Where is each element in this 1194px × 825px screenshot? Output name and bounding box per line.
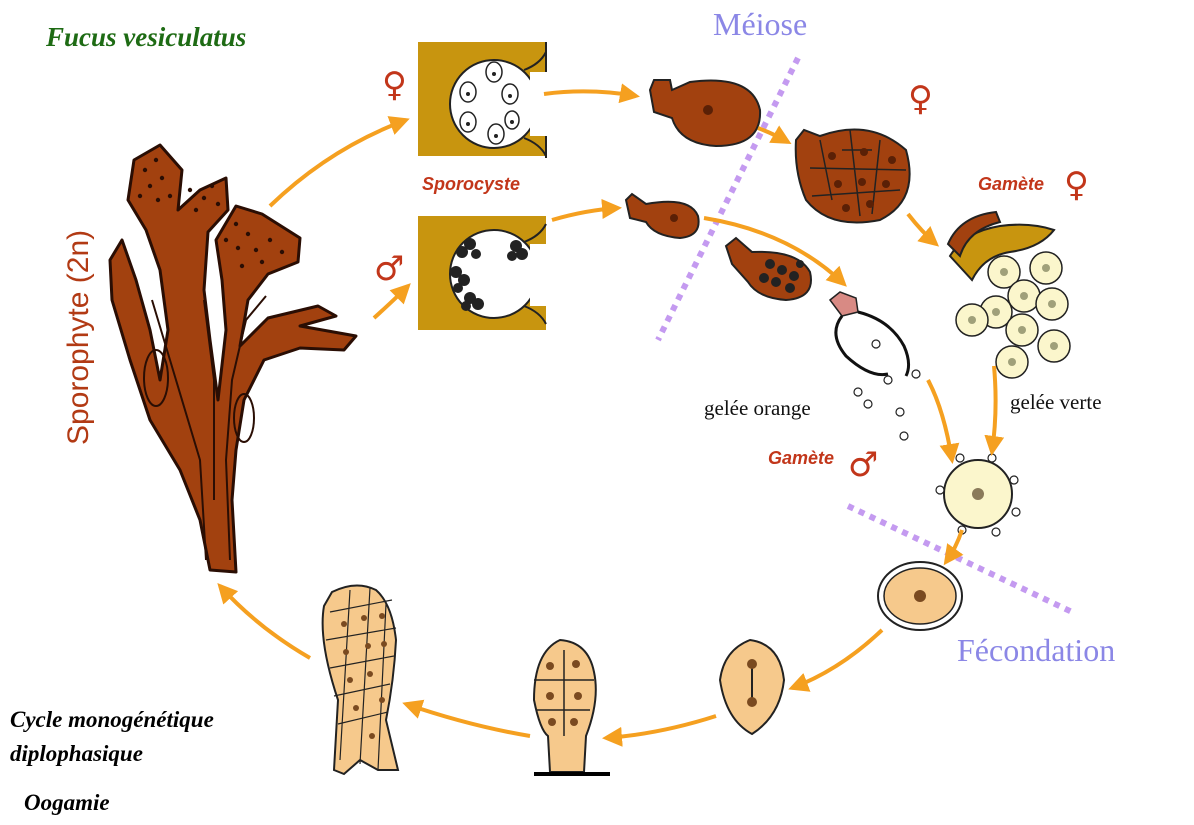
species-title: Fucus vesiculatus	[46, 22, 246, 53]
older-embryo	[323, 585, 398, 774]
male-symbol-gamete: ♂	[848, 445, 878, 485]
male-sporocyste	[418, 216, 550, 330]
oogonium	[650, 80, 760, 146]
female-gamete-label: Gamète	[978, 174, 1044, 195]
antheridium-spermatozoids	[726, 238, 811, 300]
zygote	[878, 562, 962, 630]
sporophyte-label: Sporophyte (2n)	[62, 230, 96, 445]
gelee-verte-label: gelée verte	[1010, 390, 1102, 415]
oogonium-divided	[796, 130, 910, 223]
oosphere-release	[948, 212, 1070, 378]
arrow-orange-to-fertilisation	[928, 380, 952, 460]
sporocyste-label: Sporocyste	[422, 174, 520, 195]
young-embryo	[534, 640, 610, 774]
arrow-female-to-oogonium	[544, 91, 636, 96]
antherozoid-release	[830, 292, 920, 440]
cycle-type-label: Cycle monogénétique	[10, 707, 214, 733]
female-symbol-oogonium: ♀	[908, 79, 933, 119]
arrow-two-cell-to-embryo	[606, 716, 716, 738]
female-symbol-gamete: ♀	[1064, 165, 1089, 205]
fertilisation-type-label: Oogamie	[24, 790, 110, 816]
phase-type-label: diplophasique	[10, 741, 143, 767]
antheridium	[626, 194, 699, 238]
arrow-male-to-antheridium	[552, 208, 618, 220]
arrow-divided-to-release	[908, 214, 936, 244]
arrow-embryo-to-older	[406, 704, 530, 736]
female-symbol-sporocyste: ♀	[382, 65, 407, 105]
male-symbol-sporocyste: ♂	[374, 249, 404, 289]
arrow-zygote-to-two-cell	[792, 630, 882, 688]
sporophyte-thallus	[110, 145, 356, 572]
arrow-green-to-fertilisation	[992, 366, 996, 452]
male-gamete-label: Gamète	[768, 448, 834, 469]
gelee-orange-label: gelée orange	[704, 396, 811, 421]
arrow-sporophyte-to-male	[374, 286, 408, 318]
two-cell-embryo	[720, 640, 784, 734]
arrow-sporophyte-to-female	[270, 120, 406, 206]
fecondation-label: Fécondation	[957, 632, 1115, 669]
arrow-older-to-sporophyte	[220, 586, 310, 658]
fertilisation-oosphere	[936, 454, 1020, 536]
female-sporocyste	[418, 42, 550, 158]
meiose-label: Méiose	[713, 6, 807, 43]
